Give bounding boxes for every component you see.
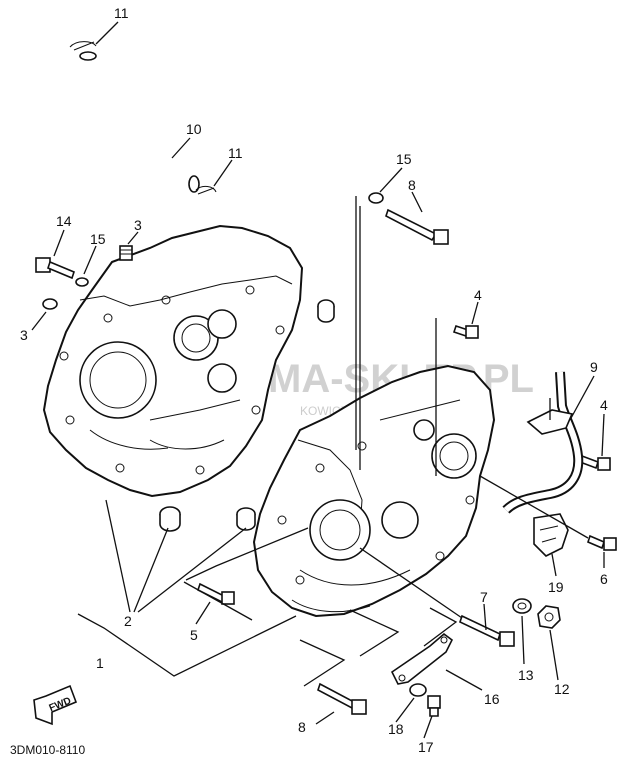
- breather-hose: [61, 51, 200, 193]
- dowel-pin-upper: [317, 299, 335, 323]
- bolt-8-top: [385, 208, 449, 245]
- washer-15-top: [368, 192, 384, 204]
- fwd-arrow: FWD: [33, 684, 78, 726]
- callout-15-left: 15: [90, 231, 106, 247]
- dowel-pin-lower: [159, 506, 181, 532]
- callout-11-bottom: 11: [228, 145, 243, 161]
- callout-1: 1: [96, 655, 104, 671]
- leader-lines: [31, 21, 605, 739]
- nut-12: [537, 605, 561, 629]
- right-crankcase: [252, 364, 496, 618]
- dowel-pin-right: [236, 507, 256, 531]
- diagram-code: 3DM010-8110: [10, 743, 85, 757]
- callout-12: 12: [554, 681, 570, 697]
- callout-labels: 11 10 11 15 8 14 15 3 3 4 9 4 2 1 5 7 6 …: [20, 5, 608, 755]
- callout-4-upper: 4: [474, 287, 482, 303]
- bracket-9: [526, 409, 574, 435]
- callout-8-top: 8: [408, 177, 416, 193]
- callout-19: 19: [548, 579, 564, 595]
- callout-18: 18: [388, 721, 404, 737]
- callout-4-right: 4: [600, 397, 608, 413]
- callout-14: 14: [56, 213, 72, 229]
- hose-clip-top: [69, 41, 97, 51]
- callout-3-left: 3: [20, 327, 28, 343]
- washer-15-left: [75, 277, 89, 287]
- callout-13: 13: [518, 667, 534, 683]
- left-crankcase: [42, 224, 304, 498]
- nut-3-left: [42, 298, 58, 310]
- callout-2: 2: [124, 613, 132, 629]
- callout-9: 9: [590, 359, 598, 375]
- bolt-6: [587, 534, 617, 551]
- plug-3-upper: [119, 245, 133, 261]
- callout-6: 6: [600, 571, 608, 587]
- bracket-19: [533, 513, 569, 557]
- bolt-7: [459, 614, 515, 647]
- callout-3-upper: 3: [134, 217, 142, 233]
- bolt-4-right: [578, 454, 611, 471]
- bolt-5: [197, 582, 235, 605]
- callout-17: 17: [418, 739, 434, 755]
- bolt-14: [35, 257, 75, 280]
- plate-16: [390, 632, 454, 685]
- callout-5: 5: [190, 627, 198, 643]
- callout-16: 16: [484, 691, 500, 707]
- callout-8-bottom: 8: [298, 719, 306, 735]
- bolt-4-upper: [452, 324, 479, 339]
- hose-clip-bottom: [195, 185, 217, 195]
- washer-13: [512, 598, 532, 614]
- callout-15-top: 15: [396, 151, 412, 167]
- bolt-17: [427, 695, 441, 717]
- callout-11-top: 11: [114, 5, 129, 21]
- callout-7: 7: [480, 589, 488, 605]
- callout-10: 10: [186, 121, 202, 137]
- bolt-8-bottom: [317, 682, 367, 715]
- washer-18: [409, 683, 427, 697]
